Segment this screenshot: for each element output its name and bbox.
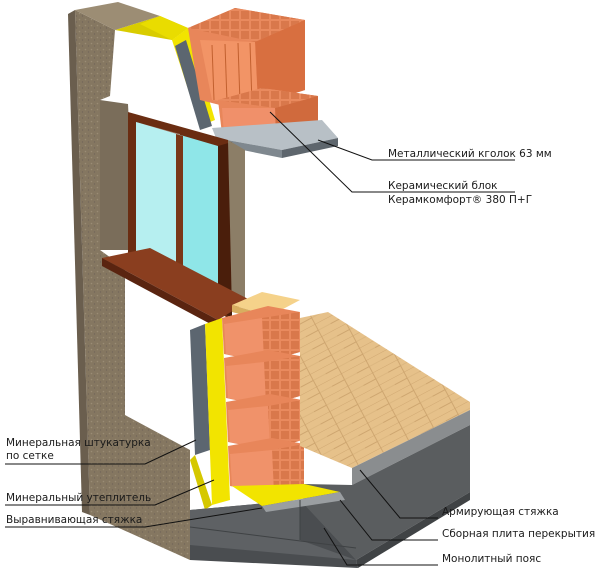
label-monolithic-belt: Монолитный пояс <box>442 553 542 565</box>
label-leveling-screed: Выравнивающая стяжка <box>6 514 143 526</box>
label-metal-angle: Металлический кголок 63 мм <box>388 148 552 160</box>
label-ceramic-block-line2: Керамкомфорт® 380 П+Г <box>388 194 533 206</box>
parquet-floor <box>300 312 470 468</box>
label-mineral-insulation: Минеральный утеплитель <box>6 492 152 504</box>
label-reinforcing-screed: Армирующая стяжка <box>442 506 559 518</box>
leader-lines <box>5 111 515 566</box>
precast-slab <box>300 425 470 560</box>
mineral-insulation-layer <box>205 318 230 505</box>
label-precast-slab: Сборная плита перекрытия <box>442 528 596 540</box>
window-sill <box>102 248 250 328</box>
ceramic-block-stack <box>222 292 304 494</box>
ceramic-block-top <box>188 8 305 110</box>
label-mineral-plaster-line1: Минеральная штукатурка <box>6 437 151 449</box>
label-ceramic-block-line1: Керамический блок <box>388 180 498 192</box>
exterior-render-face <box>75 10 190 560</box>
label-mineral-plaster-line2: по сетке <box>6 450 54 462</box>
